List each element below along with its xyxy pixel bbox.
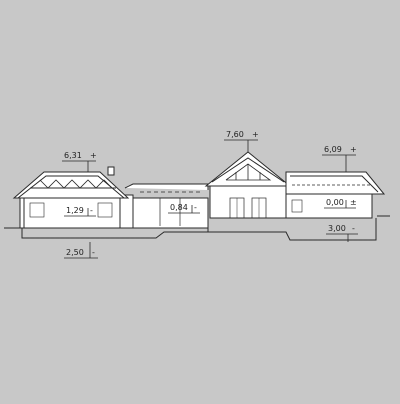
main-gable-body [204,151,292,219]
elevation-value-basement-right: 3,00 [328,224,346,233]
elevation-marker-ground-floor: 0,00 ± [324,198,357,209]
elevation-value-right-ridge: 6,09 [324,145,342,154]
elevation-value-mid-floor: 0,84 [170,203,188,212]
elevation-value-ground-floor: 0,00 [326,198,344,207]
elevation-marker-basement-left: 2,50 - [64,242,98,259]
elevation-sign-mid-floor: - [194,203,197,212]
elevation-marker-main-ridge: 7,60 + [224,130,259,152]
left-basement [21,228,209,239]
elevation-marker-right-ridge: 6,09 + [322,145,357,172]
ground-line [4,215,390,229]
elevation-value-left-floor: 1,29 [66,206,84,215]
elevation-sign-ground-floor: ± [350,198,357,207]
elevation-value-left-ridge: 6,31 [64,151,82,160]
elevation-value-main-ridge: 7,60 [226,130,244,139]
left-wing [12,166,134,229]
elevation-marker-left-ridge: 6,31 + [62,151,97,172]
elevation-sign-basement-left: - [92,248,95,257]
elevation-sign-left-floor: - [90,206,93,215]
elevation-value-basement-left: 2,50 [66,248,84,257]
right-wing [285,171,386,219]
elevation-sign-right-ridge: + [350,145,357,154]
middle-connector [124,183,209,229]
elevation-sign-main-ridge: + [252,130,259,139]
elevation-marker-mid-floor: 0,84 - [168,203,200,214]
right-basement [208,218,377,241]
elevation-marker-basement-right: 3,00 - [326,224,358,242]
elevation-sign-left-ridge: + [90,151,97,160]
elevation-sign-basement-right: - [352,224,355,233]
elevation-marker-left-floor: 1,29 - [64,206,96,217]
